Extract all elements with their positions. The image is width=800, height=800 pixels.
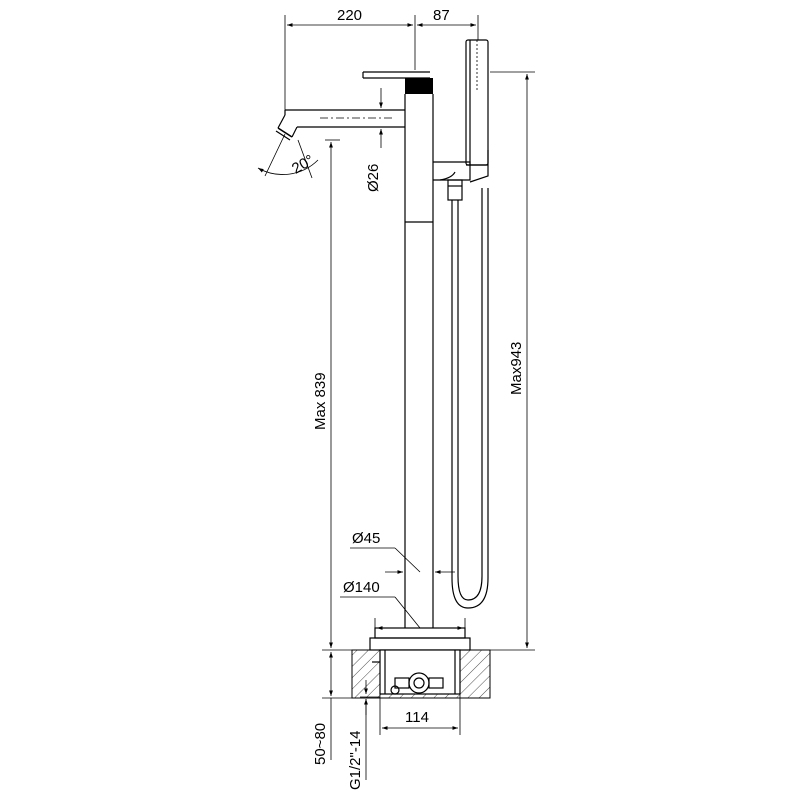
dimension-max-943: Max943 — [470, 71, 535, 651]
thread-label: G1/2"-14 — [347, 730, 364, 790]
dimension-thread: G1/2"-14 — [347, 680, 380, 790]
dimension-pipe-diameter: Ø26 — [365, 88, 395, 192]
dimension-top: 220 87 — [284, 7, 479, 110]
dim-87-label: 87 — [433, 7, 450, 24]
dimension-column-diameter: Ø45 — [350, 530, 455, 574]
hand-shower — [465, 39, 489, 183]
dim-220-label: 220 — [337, 7, 362, 24]
dimension-box-width: 114 — [379, 694, 461, 735]
pipe-diameter-label: Ø26 — [365, 164, 382, 192]
shower-hose — [451, 188, 489, 609]
dimension-depth: 50~80 — [312, 649, 352, 765]
dimension-base-diameter: Ø140 — [340, 579, 466, 638]
base-plate — [369, 627, 471, 651]
base-diameter-label: Ø140 — [343, 579, 380, 596]
dimension-max-839: Max 839 — [312, 139, 340, 648]
box-width-label: 114 — [405, 709, 429, 726]
depth-label: 50~80 — [312, 723, 329, 765]
faucet-column — [362, 71, 471, 628]
max-943-label: Max943 — [508, 342, 525, 395]
max-839-label: Max 839 — [312, 372, 329, 430]
floor-section — [351, 649, 491, 699]
column-diameter-label: Ø45 — [352, 530, 380, 547]
spout: 20° — [257, 109, 405, 179]
